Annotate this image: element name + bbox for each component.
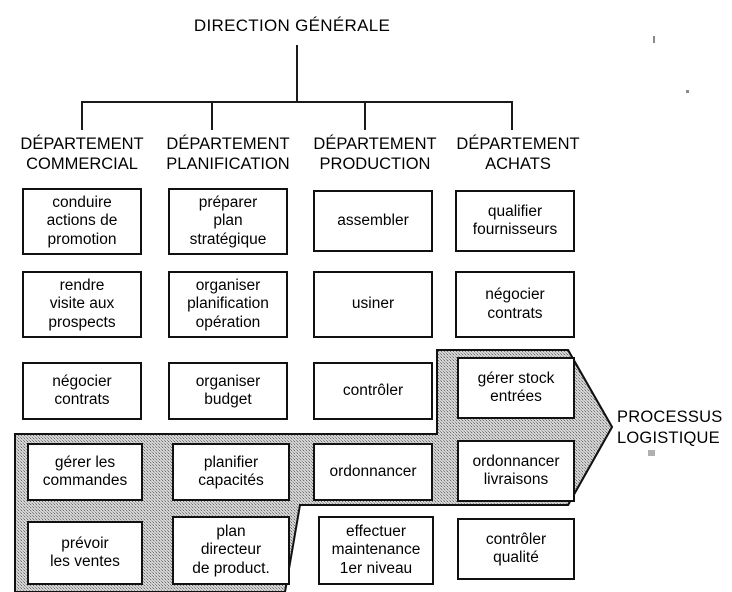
process-label-line1: PROCESSUS bbox=[617, 408, 723, 426]
connector-drop-planification bbox=[211, 101, 213, 130]
dept-header-line1: DÉPARTEMENT bbox=[20, 135, 144, 153]
activity-text: assembler bbox=[337, 211, 409, 229]
root-title: DIRECTION GÉNÉRALE bbox=[0, 16, 732, 36]
dept-header-line1: DÉPARTEMENT bbox=[166, 135, 290, 153]
activity-box-production-1[interactable]: assembler bbox=[313, 190, 433, 252]
scan-speck bbox=[686, 90, 689, 93]
scan-speck bbox=[648, 450, 655, 456]
dept-header-line1: DÉPARTEMENT bbox=[313, 135, 437, 153]
activity-box-production-3[interactable]: contrôler bbox=[313, 362, 433, 420]
dept-header-line1: DÉPARTEMENT bbox=[456, 135, 580, 153]
activity-box-production-2[interactable]: usiner bbox=[313, 271, 433, 338]
dept-header-achats: DÉPARTEMENT ACHATS bbox=[438, 134, 598, 174]
connector-root-vertical bbox=[296, 45, 298, 102]
dept-header-line2: PRODUCTION bbox=[319, 155, 431, 173]
scan-speck bbox=[653, 36, 655, 43]
activity-text: contrôler bbox=[342, 381, 404, 399]
activity-text: ordonnancer bbox=[329, 462, 417, 480]
activity-text: usiner bbox=[351, 295, 395, 313]
dept-header-production: DÉPARTEMENT PRODUCTION bbox=[295, 134, 455, 174]
dept-header-line2: COMMERCIAL bbox=[26, 155, 138, 173]
connector-drop-production bbox=[364, 101, 366, 130]
dept-header-line2: PLANIFICATION bbox=[166, 155, 290, 173]
root-title-text: DIRECTION GÉNÉRALE bbox=[193, 16, 391, 35]
connector-drop-achats bbox=[511, 101, 513, 130]
connector-horizontal-bus bbox=[81, 101, 513, 103]
process-label-line2: LOGISTIQUE bbox=[617, 429, 720, 447]
activity-box-production-4[interactable]: ordonnancer bbox=[313, 443, 433, 501]
dept-header-planification: DÉPARTEMENT PLANIFICATION bbox=[148, 134, 308, 174]
process-arrow-label: PROCESSUS LOGISTIQUE bbox=[617, 407, 722, 449]
dept-header-commercial: DÉPARTEMENT COMMERCIAL bbox=[2, 134, 162, 174]
dept-header-line2: ACHATS bbox=[485, 155, 551, 173]
connector-drop-commercial bbox=[81, 101, 83, 130]
